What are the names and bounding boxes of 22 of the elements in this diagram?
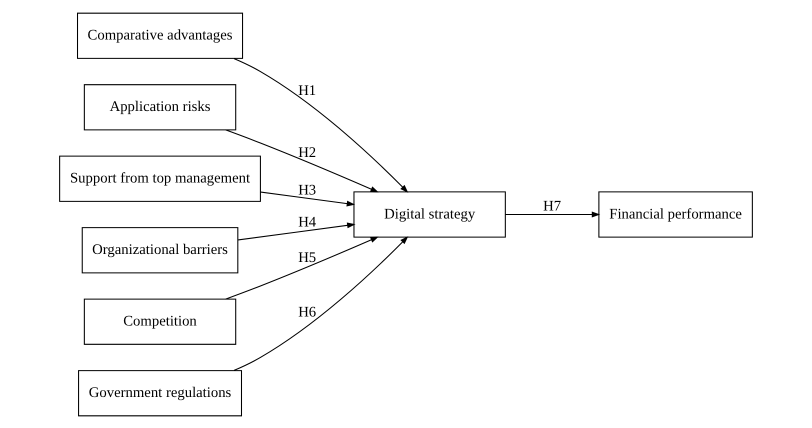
node-box: Comparative advantages	[77, 12, 244, 58]
node-box: Organizational barriers	[82, 226, 238, 273]
arrow	[234, 236, 408, 370]
arrow	[260, 191, 356, 206]
node-box: Digital strategy	[353, 190, 506, 238]
edge-label: H6	[298, 304, 316, 320]
edge-label: H1	[298, 82, 316, 98]
node-box: Competition	[84, 298, 236, 344]
node-box: Financial performance	[598, 190, 753, 238]
edge-label: H7	[543, 198, 562, 214]
edge-label: H5	[298, 250, 316, 266]
node-box: Government regulations	[78, 370, 242, 416]
edge-label: H3	[298, 182, 316, 198]
arrow	[225, 128, 379, 192]
arrow	[238, 222, 356, 240]
edge-label: H4	[298, 214, 316, 230]
edge-label: H2	[298, 144, 316, 160]
arrow	[506, 211, 600, 217]
node-box: Application risks	[84, 84, 236, 130]
arrow	[234, 58, 408, 192]
arrow	[225, 236, 379, 300]
node-box: Support from top management	[59, 155, 261, 202]
